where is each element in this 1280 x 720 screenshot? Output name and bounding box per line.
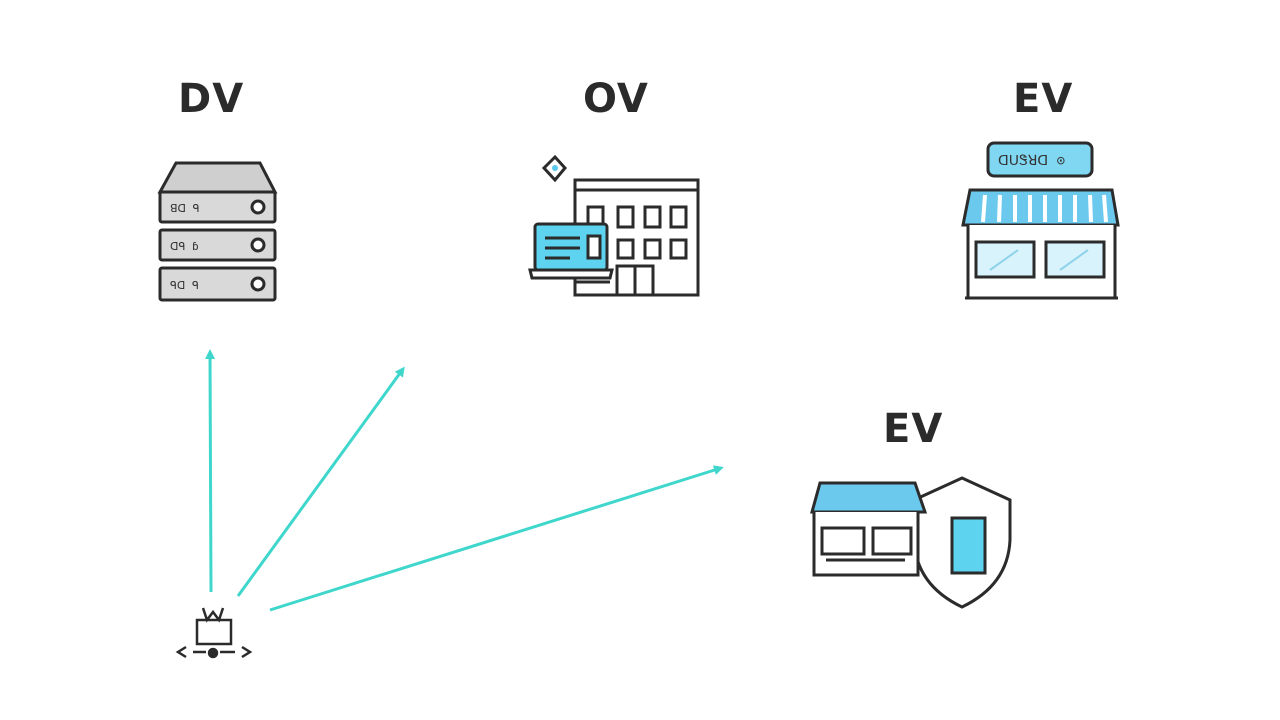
ov-label: OV <box>583 76 649 122</box>
server-unit-2-label: ᗡᑫ ɓ <box>170 240 199 253</box>
ev-label-top: EV <box>1013 76 1074 122</box>
arrow-to-ev <box>269 465 724 612</box>
arrow-to-dv <box>205 349 216 593</box>
dv-label: DV <box>178 76 245 122</box>
server-unit-1-label: ꓭᗡ ᑫ <box>170 202 200 215</box>
server-rack-icon <box>157 161 278 302</box>
storefront-sign-text: ꓷᑌᏕꓤᗡ ⊙ <box>998 153 1066 169</box>
storefront-icon <box>961 141 1120 300</box>
shield-store-icon <box>810 476 1012 609</box>
arrow-to-ov <box>236 366 405 597</box>
office-building-icon <box>528 154 700 297</box>
robot-user-icon <box>175 607 253 659</box>
ev-label-bottom: EV <box>883 406 944 452</box>
arrows <box>205 349 724 612</box>
server-unit-3-label: ᑫᗡ ᑫ <box>170 279 199 292</box>
